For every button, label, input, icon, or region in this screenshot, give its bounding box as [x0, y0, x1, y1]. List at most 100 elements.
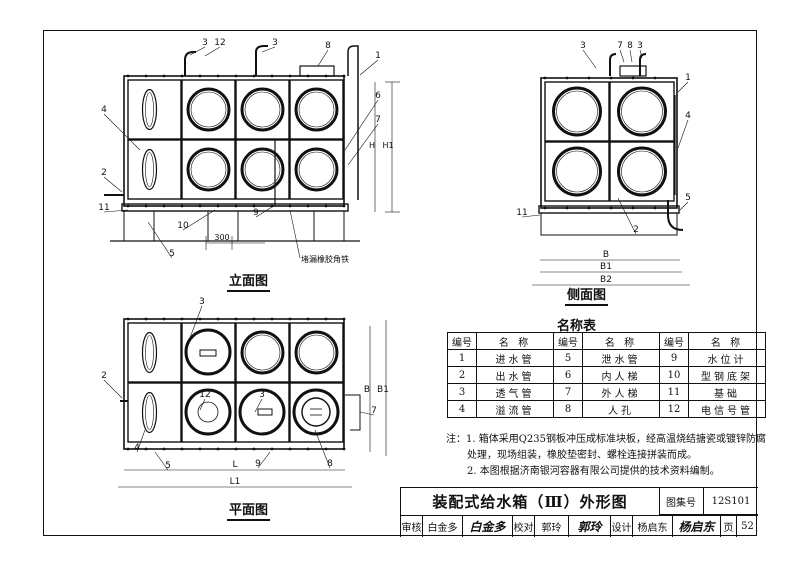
bolt [198, 204, 202, 208]
callout-number: 12 [199, 390, 210, 400]
tank-panel [181, 382, 236, 443]
callout-number: 3 [202, 38, 208, 48]
callout-number: 5 [169, 249, 175, 259]
tank-frame [123, 75, 345, 207]
legend-name: 溢流管 [476, 400, 554, 418]
leader-line [103, 209, 129, 213]
panel-ring [184, 388, 232, 436]
callout-number: 8 [325, 41, 331, 51]
dim-label-B: B [364, 385, 370, 395]
page-number: 52 [741, 521, 754, 532]
legend-no: 7 [553, 383, 583, 401]
leader-line [254, 398, 263, 413]
bolt [234, 447, 238, 451]
manhole-inner [145, 335, 154, 370]
callout-number: 2 [101, 168, 107, 178]
leader-line [582, 49, 597, 69]
callout-number: 7 [371, 406, 377, 416]
elevation-view-title: 立面图 [227, 274, 271, 292]
bolt [252, 204, 256, 208]
callout-number: 3 [199, 297, 205, 307]
legend-name: 透气管 [476, 383, 554, 401]
note-item: 2. 本图根据济南银河容器有限公司提供的技术资料编制。 [467, 466, 720, 477]
tank-panel [609, 81, 675, 142]
leader-line [187, 305, 203, 344]
leader-line [103, 113, 141, 151]
callout-number: 5 [685, 193, 691, 203]
designer-signature: 杨启东 [673, 516, 721, 537]
bolt [609, 206, 613, 210]
bolt [198, 447, 202, 451]
callout-number: 11 [98, 203, 109, 213]
legend-row: 3 透气管 7 外人梯 11 基础 [447, 383, 766, 401]
note-item: 1. 箱体采用Q235钢板冲压成标准块板，经高温烧结搪瓷或镀锌防腐 [466, 434, 767, 445]
leader-line [204, 46, 221, 57]
manhole-inner [145, 92, 154, 127]
panel-ring-inner [190, 151, 227, 188]
bolt [126, 204, 130, 208]
leader-line [261, 46, 276, 53]
bolt [587, 76, 591, 80]
callout-number: 8 [627, 41, 633, 51]
legend-header: 名 称 [688, 332, 766, 350]
legend-header: 编号 [659, 332, 689, 350]
panel-ring-inner [244, 151, 281, 188]
note-item: 处理，现场组装，橡胶垫密封、螺栓连接拼装而成。 [467, 450, 697, 461]
bolt [198, 317, 202, 321]
callout-number: 3 [272, 38, 278, 48]
panel-ring-inner [621, 90, 663, 133]
bolt [324, 447, 328, 451]
tank-panel [127, 322, 182, 383]
bolt [288, 204, 292, 208]
panel-ring [186, 87, 231, 132]
bolt [342, 74, 346, 78]
bolt [198, 74, 202, 78]
bolt [144, 204, 148, 208]
dim-label-H: H [369, 141, 375, 150]
bolt [180, 317, 184, 321]
manhole-cover [141, 331, 158, 374]
check-label: 校对 [513, 516, 535, 537]
panel-ring-inner [556, 150, 598, 193]
reviewer-name: 白金多 [423, 516, 463, 537]
legend-no: 5 [553, 349, 583, 367]
leader-line [147, 221, 173, 259]
bolt [252, 317, 256, 321]
tank-panel [289, 382, 344, 443]
leader-line [103, 176, 123, 193]
legend-no: 11 [659, 383, 689, 401]
bolt [162, 204, 166, 208]
panel-ring [240, 87, 285, 132]
bolt [306, 204, 310, 208]
atlas-number: 12S101 [704, 488, 758, 515]
leader-line [629, 49, 633, 63]
review-label: 审核 [401, 516, 423, 537]
bolt [587, 206, 591, 210]
legend-header: 编号 [553, 332, 583, 350]
callout-number: 4 [685, 111, 691, 121]
manhole-cover [141, 391, 158, 434]
bolt [324, 204, 328, 208]
bolt [216, 317, 220, 321]
callout-number: 6 [375, 91, 381, 101]
bolt [252, 74, 256, 78]
panel-ring [552, 146, 602, 197]
leader-line [344, 99, 379, 151]
bolt [216, 204, 220, 208]
panel-ring-inner [621, 150, 663, 193]
callout-number: 2 [101, 371, 107, 381]
legend-name: 型钢底架 [688, 366, 766, 384]
vent-pipe [184, 51, 196, 76]
notes: 注：1. 箱体采用Q235钢板冲压成标准块板，经高温烧结搪瓷或镀锌防腐 处理，现… [446, 432, 766, 480]
bolt [288, 317, 292, 321]
legend-name: 基础 [688, 383, 766, 401]
checker-signature: 郭玲 [569, 516, 611, 537]
panel-ring-inner [190, 91, 227, 128]
note-line: 注：1. 箱体采用Q235钢板冲压成标准块板，经高温烧结搪瓷或镀锌防腐 [446, 432, 766, 448]
leader-line [257, 451, 271, 469]
bolt [180, 204, 184, 208]
callout-number: 4 [101, 105, 107, 115]
bolt [631, 76, 635, 80]
bolt [270, 447, 274, 451]
signature-row: 审核 白金多 白金多 校对 郭玲 郭玲 设计 杨启东 杨启东 页 52 [401, 515, 758, 538]
